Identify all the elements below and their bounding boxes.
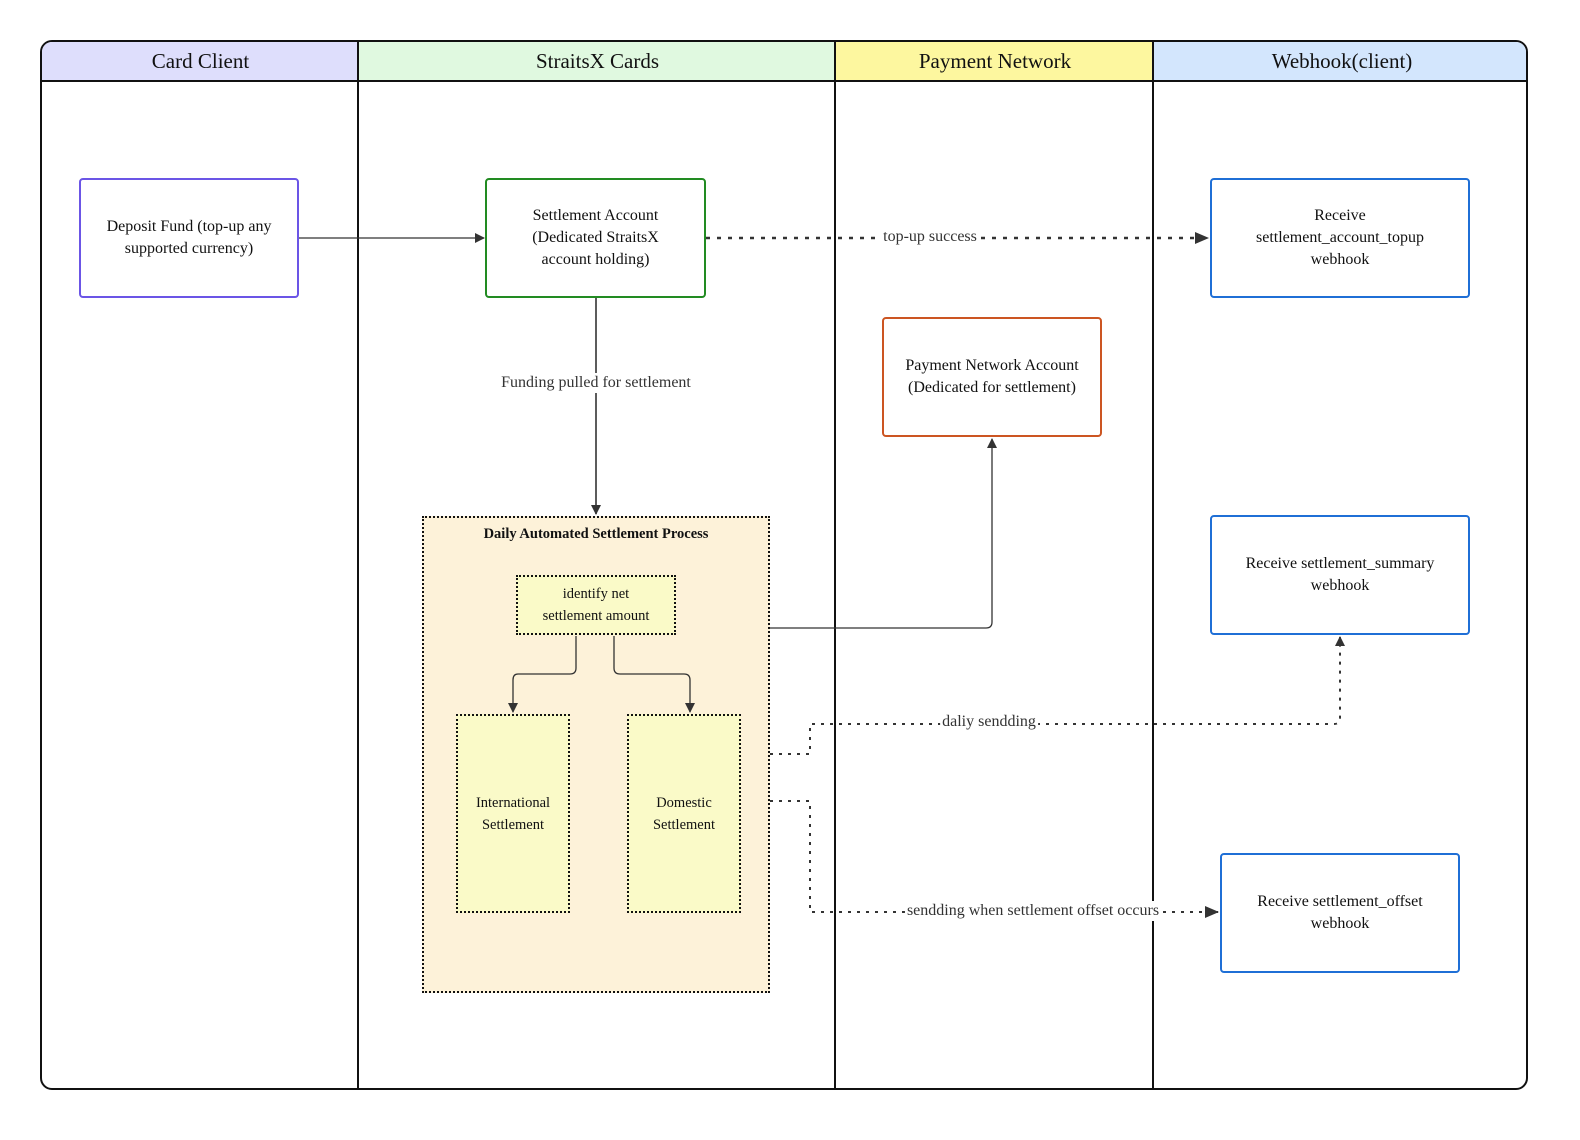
edge-offset-sending [770,800,1219,918]
node-label: Deposit Fund (top-up any supported curre… [106,218,272,257]
summary-webhook-node[interactable]: Receive settlement_summary webhook [1210,515,1470,635]
deposit-fund-node[interactable]: Deposit Fund (top-up any supported curre… [79,178,299,298]
lane-title: Webhook(client) [1271,48,1413,73]
topup-webhook-node[interactable]: Receive settlement_account_topup webhook [1210,178,1470,298]
edge-label-funding-pulled: Funding pulled for settlement [499,373,693,393]
offset-webhook-node[interactable]: Receive settlement_offset webhook [1220,853,1460,973]
node-label: Settlement Account (Dedicated StraitsX a… [532,207,659,268]
lane-header-card-client: Card Client [42,42,359,82]
settlement-account-node[interactable]: Settlement Account (Dedicated StraitsX a… [485,178,706,298]
lane-divider [1152,42,1154,1088]
node-label: Receive settlement_account_topup webhook [1256,207,1424,268]
node-label: Receive settlement_summary webhook [1245,555,1435,594]
lane-divider [834,42,836,1088]
lane-header-payment-network: Payment Network [836,42,1154,82]
international-settlement-node[interactable]: International Settlement [456,714,570,913]
edge-identify-to-domestic [613,636,695,713]
node-label: International Settlement [475,794,551,833]
node-label: Domestic Settlement [652,794,715,833]
edge-identify-to-international [508,636,577,713]
node-label: Payment Network Account (Dedicated for s… [905,357,1079,396]
node-label: identify net settlement amount [542,586,650,624]
edge-label-topup-success: top-up success [881,227,979,247]
lane-title: Card Client [151,48,250,73]
edge-group-to-payment-account [770,438,997,629]
lane-divider [357,42,359,1088]
domestic-settlement-node[interactable]: Domestic Settlement [627,714,741,913]
identify-net-settlement-node[interactable]: identify net settlement amount [516,575,676,635]
lane-title: Payment Network [918,48,1072,73]
group-title: Daily Automated Settlement Process [483,526,709,542]
lane-header-straitsx-cards: StraitsX Cards [359,42,836,82]
swimlane-frame: Card Client StraitsX Cards Payment Netwo… [40,40,1528,1090]
edge-daily-sending [770,636,1345,755]
edge-label-daily-sending: daliy sendding [940,712,1038,732]
payment-network-account-node[interactable]: Payment Network Account (Dedicated for s… [882,317,1102,437]
lane-title: StraitsX Cards [535,48,660,73]
lane-header-webhook-client: Webhook(client) [1154,42,1526,82]
node-label: Receive settlement_offset webhook [1257,893,1423,932]
edge-label-offset-sending: sendding when settlement offset occurs [904,901,1162,921]
